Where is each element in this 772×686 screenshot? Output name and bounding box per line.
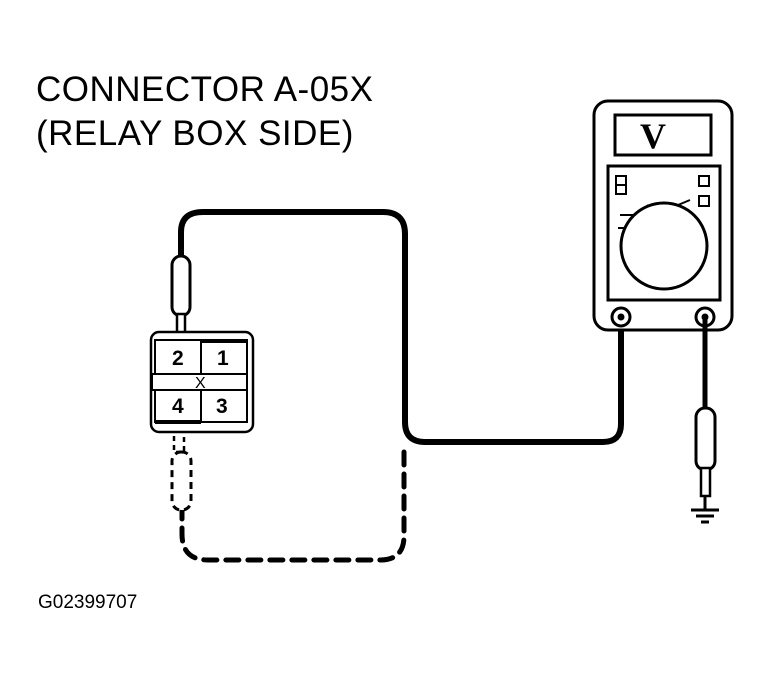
probe-pin4 [170,418,193,512]
ground-probe [694,406,717,509]
ground-symbol-icon [691,508,719,524]
meter-display: V [640,116,666,156]
connector-center-mark: X [195,375,206,392]
multimeter: V [592,99,734,332]
dashed-test-lead [179,443,407,563]
pin-label-3: 3 [216,395,228,418]
pin-label-4: 4 [172,395,184,418]
diagram-title-line1: CONNECTOR A-05X [36,70,374,109]
connector-a05x: 2 1 4 3 X [149,330,255,434]
pin-label-2: 2 [172,347,184,370]
solid-test-lead [178,209,624,445]
rotary-dial[interactable] [619,201,709,291]
pin-label-1: 1 [217,347,229,370]
figure-id: G02399707 [38,592,138,613]
probe-pin2 [170,254,192,344]
diagram-title-line2: (RELAY BOX SIDE) [36,114,354,153]
